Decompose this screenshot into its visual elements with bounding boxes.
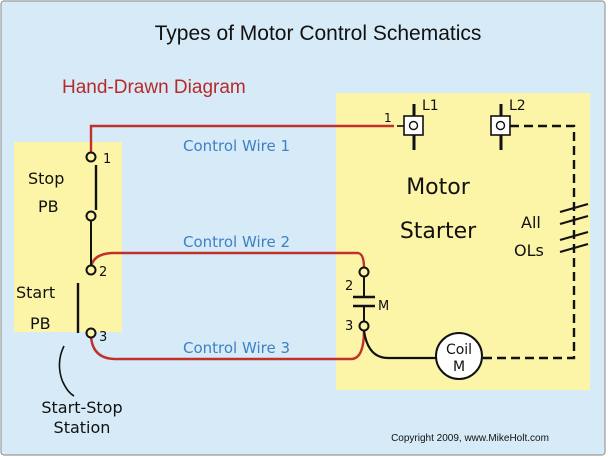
all-ols-label-line1: All [521,213,541,232]
copyright-text: Copyright 2009, www.MikeHolt.com [391,433,549,444]
stop-label: Stop [28,169,64,188]
control-wire-3 [89,329,366,361]
start-push-button [76,264,97,339]
diagram-title: Types of Motor Control Schematics [155,22,482,45]
control-wire-2-label: Control Wire 2 [183,233,290,251]
diagram-subtitle: Hand-Drawn Diagram [62,77,246,98]
l2-terminal [490,104,511,150]
overload-contacts [559,202,589,254]
control-wire-3-label: Control Wire 3 [183,339,290,357]
station-terminal-1: 1 [103,152,111,167]
holding-contact-m [353,266,375,332]
motor-starter-label-line1: Motor [406,175,471,200]
coil-m-icon [435,332,483,380]
control-wire-1 [89,124,394,157]
contact-m-label: M [378,299,389,314]
start-stop-station-panel [14,142,122,332]
coil-feed-wire [362,330,436,360]
control-wire-1-label: Control Wire 1 [183,137,290,155]
station-terminal-3: 3 [99,330,107,345]
station-caption-line1: Start-Stop [41,398,122,417]
l2-label: L2 [509,98,526,114]
l1-label: L1 [422,98,439,114]
contact-terminal-2: 2 [345,279,353,294]
overload-dashed-wire [482,124,576,360]
coil-label-line2: M [453,359,465,375]
station-caption-line2: Station [54,418,111,437]
station-pointer-line [58,345,75,397]
station-terminal-2: 2 [99,265,107,280]
stop-push-button [85,151,98,266]
stop-pb-label: PB [38,197,59,216]
start-label: Start [16,283,55,302]
coil-label-line1: Coil [446,342,472,358]
contact-terminal-3: 3 [345,319,353,334]
start-pb-label: PB [30,314,51,333]
all-ols-label-line2: OLs [514,241,544,260]
control-wire-2 [89,251,366,271]
motor-starter-label-line2: Starter [400,219,477,244]
l1-terminal [397,104,424,150]
l1-terminal-number: 1 [384,111,392,125]
